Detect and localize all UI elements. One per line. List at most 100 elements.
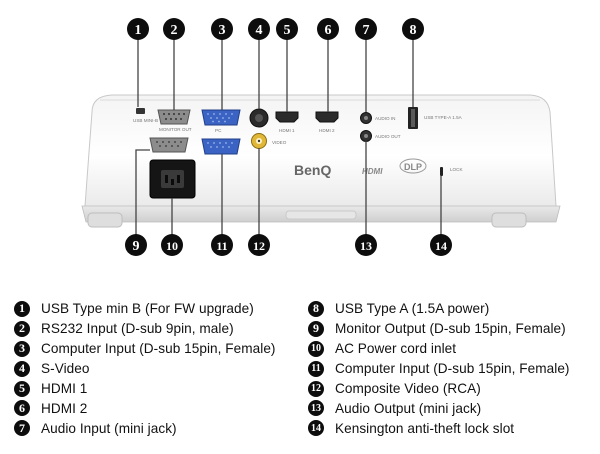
dlp-logo: DLP [404, 162, 422, 172]
callout-8: 8 [402, 18, 424, 40]
port-legend: 1 USB Type min B (For FW upgrade) 2 RS232 … [0, 299, 600, 449]
svg-text:6: 6 [325, 23, 332, 38]
vga-port-top [201, 109, 241, 126]
svg-text:11: 11 [216, 239, 227, 253]
legend-number: 1 [14, 300, 30, 317]
kensington-lock-slot [440, 167, 443, 176]
legend-item: 9 Monitor Output (D-sub 15pin, Female) [308, 319, 570, 339]
legend-number: 12 [308, 380, 324, 397]
svg-text:12: 12 [253, 239, 265, 253]
legend-number: 2 [14, 320, 30, 337]
port-panel: USB MINI-B MONITOR OUT PC VIDEO HDMI 1 H… [133, 107, 463, 199]
legend-item: 2 RS232 Input (D-sub 9pin, male) [14, 319, 276, 339]
dlp-logo-ring [399, 158, 427, 174]
callout-12: 12 [248, 234, 270, 256]
hdmi-logo: HDMI [362, 167, 383, 176]
legend-label: S-Video [41, 361, 90, 377]
audio-in-label: AUDIO IN [375, 116, 395, 121]
legend-number: 11 [308, 360, 324, 377]
legend-item: 5 HDMI 1 [14, 379, 276, 399]
callout-9: 9 [125, 234, 147, 256]
legend-label: AC Power cord inlet [335, 341, 457, 357]
callout-2: 2 [163, 18, 185, 40]
svg-text:10: 10 [166, 239, 178, 253]
legend-label: Computer Input (D-sub 15pin, Female) [41, 341, 276, 357]
callouts-top: 1 2 3 4 5 6 7 8 [127, 18, 424, 40]
callout-14: 14 [430, 234, 452, 256]
legend-label: Monitor Output (D-sub 15pin, Female) [335, 321, 566, 337]
callout-11: 11 [211, 234, 233, 256]
legend-number: 6 [14, 400, 30, 417]
legend-label: RS232 Input (D-sub 9pin, male) [41, 321, 234, 337]
vga-port-bottom [201, 138, 241, 155]
legend-column-left: 1 USB Type min B (For FW upgrade) 2 RS232 … [14, 299, 276, 438]
legend-label: USB Type A (1.5A power) [335, 301, 490, 317]
legend-number: 10 [308, 340, 324, 357]
legend-item: 8 USB Type A (1.5A power) [308, 299, 570, 319]
legend-number: 5 [14, 380, 30, 397]
callouts-bottom: 9 10 11 12 13 14 [125, 234, 452, 256]
legend-item: 1 USB Type min B (For FW upgrade) [14, 299, 276, 319]
monitor-out-port [149, 137, 189, 153]
callout-7: 7 [355, 18, 377, 40]
svg-text:13: 13 [360, 239, 372, 253]
legend-label: Computer Input (D-sub 15pin, Female) [335, 361, 570, 377]
callout-5: 5 [276, 18, 298, 40]
legend-item: 4 S-Video [14, 359, 276, 379]
svg-text:1: 1 [135, 23, 142, 38]
legend-number: 3 [14, 340, 30, 357]
svg-text:3: 3 [219, 23, 226, 38]
usb-mini-label: USB MINI-B [133, 118, 158, 123]
video-label: VIDEO [272, 140, 287, 145]
legend-item: 12 Composite Video (RCA) [308, 379, 570, 399]
legend-item: 6 HDMI 2 [14, 398, 276, 418]
audio-out-label: AUDIO OUT [375, 134, 401, 139]
legend-item: 7 Audio Input (mini jack) [14, 418, 276, 438]
usb-mini-b-port [136, 108, 145, 114]
legend-item: 10 AC Power cord inlet [308, 339, 570, 359]
legend-item: 14 Kensington anti-theft lock slot [308, 418, 570, 438]
legend-label: Composite Video (RCA) [335, 381, 481, 396]
callout-lines [135, 37, 442, 236]
hdmi1-label: HDMI 1 [279, 128, 295, 133]
projector-illustration: USB MINI-B MONITOR OUT PC VIDEO HDMI 1 H… [81, 18, 561, 256]
legend-label: Audio Input (mini jack) [41, 420, 177, 436]
monitor-out-label: MONITOR OUT [159, 127, 192, 132]
callout-3: 3 [211, 18, 233, 40]
legend-column-right: 8 USB Type A (1.5A power) 9 Monitor Output… [308, 299, 570, 438]
legend-item: 13 Audio Output (mini jack) [308, 398, 570, 418]
legend-item: 3 Computer Input (D-sub 15pin, Female) [14, 339, 276, 359]
projector-rear-panel-diagram: USB MINI-B MONITOR OUT PC VIDEO HDMI 1 H… [81, 18, 561, 256]
legend-number: 4 [14, 360, 30, 377]
callout-1: 1 [127, 18, 149, 40]
legend-label: Audio Output (mini jack) [335, 400, 482, 416]
svg-text:7: 7 [363, 23, 370, 38]
legend-number: 13 [308, 400, 324, 417]
legend-label: Kensington anti-theft lock slot [335, 420, 515, 436]
callout-13: 13 [355, 234, 377, 256]
legend-number: 9 [308, 320, 324, 337]
rs232-port [157, 109, 191, 125]
svg-text:14: 14 [435, 239, 447, 253]
svg-text:4: 4 [256, 23, 263, 38]
benq-logo: BenQ [294, 162, 331, 178]
hdmi2-label: HDMI 2 [319, 128, 335, 133]
callout-4: 4 [248, 18, 270, 40]
legend-label: HDMI 1 [41, 381, 88, 396]
callout-6: 6 [317, 18, 339, 40]
legend-number: 14 [308, 420, 324, 437]
lock-label: LOCK [450, 167, 463, 172]
svg-text:9: 9 [133, 239, 140, 254]
svg-text:8: 8 [410, 23, 417, 38]
svg-text:5: 5 [284, 23, 291, 38]
callout-10: 10 [161, 234, 183, 256]
hdmi-2-port [315, 111, 339, 123]
legend-label: USB Type min B (For FW upgrade) [41, 301, 254, 317]
legend-label: HDMI 2 [41, 400, 88, 416]
legend-item: 11 Computer Input (D-sub 15pin, Female) [308, 359, 570, 379]
svg-text:2: 2 [171, 23, 178, 38]
legend-number: 7 [14, 420, 30, 437]
usb-typea-label: USB TYPE-A 1.5A [424, 115, 463, 120]
hdmi-1-port [275, 111, 299, 123]
legend-number: 8 [308, 300, 324, 317]
